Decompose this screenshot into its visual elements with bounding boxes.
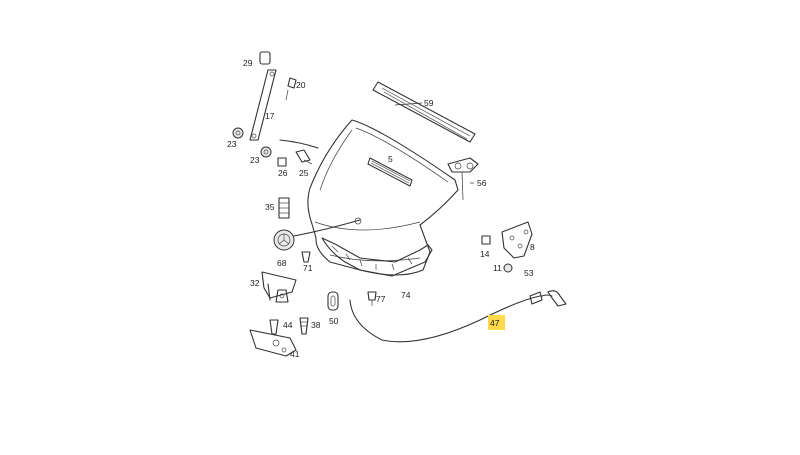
label-35: 35	[265, 202, 275, 212]
latch-bolts	[269, 317, 309, 335]
label-50: 50	[329, 316, 339, 326]
clip	[301, 251, 311, 263]
label-41: 41	[290, 349, 300, 359]
label-26: 26	[278, 168, 288, 178]
label-71: 71	[303, 263, 313, 273]
label-14: 14	[480, 249, 490, 259]
label-68: 68	[277, 258, 287, 268]
hood-panel	[307, 119, 459, 277]
label-77: 77	[376, 294, 386, 304]
label-25: 25	[299, 168, 309, 178]
fastener	[367, 291, 377, 306]
hood-hinge	[481, 221, 533, 273]
prop-rod-assembly	[249, 51, 319, 149]
label-44: 44	[283, 320, 293, 330]
bolts	[277, 149, 313, 167]
label-47: 47	[490, 318, 500, 328]
label-11: 11	[493, 263, 502, 273]
label-8: 8	[530, 242, 535, 252]
label-17: 17	[265, 111, 275, 121]
label-59: 59	[424, 98, 434, 108]
label-56: 56	[477, 178, 487, 188]
part-labels: 29 20 17 23 23 26 25 59 5 56 35 68 71 14…	[227, 58, 535, 359]
label-20: 20	[296, 80, 306, 90]
latch-bracket	[261, 271, 297, 303]
highlight-box	[488, 315, 505, 330]
highlighted-part-47[interactable]: 47	[488, 315, 505, 330]
grommet	[327, 291, 339, 311]
label-32: 32	[250, 278, 260, 288]
label-23-a: 23	[227, 139, 237, 149]
spring-bumper	[278, 197, 290, 219]
washers	[232, 127, 272, 158]
trim-piece	[447, 157, 479, 201]
label-5: 5	[388, 154, 393, 164]
label-74: 74	[401, 290, 411, 300]
emblem	[273, 217, 362, 251]
label-29: 29	[243, 58, 253, 68]
label-53: 53	[524, 268, 534, 278]
label-23-b: 23	[250, 155, 260, 165]
label-38: 38	[311, 320, 321, 330]
cowl-grille	[372, 81, 476, 143]
release-handle	[529, 290, 567, 307]
lower-latch	[249, 329, 297, 357]
